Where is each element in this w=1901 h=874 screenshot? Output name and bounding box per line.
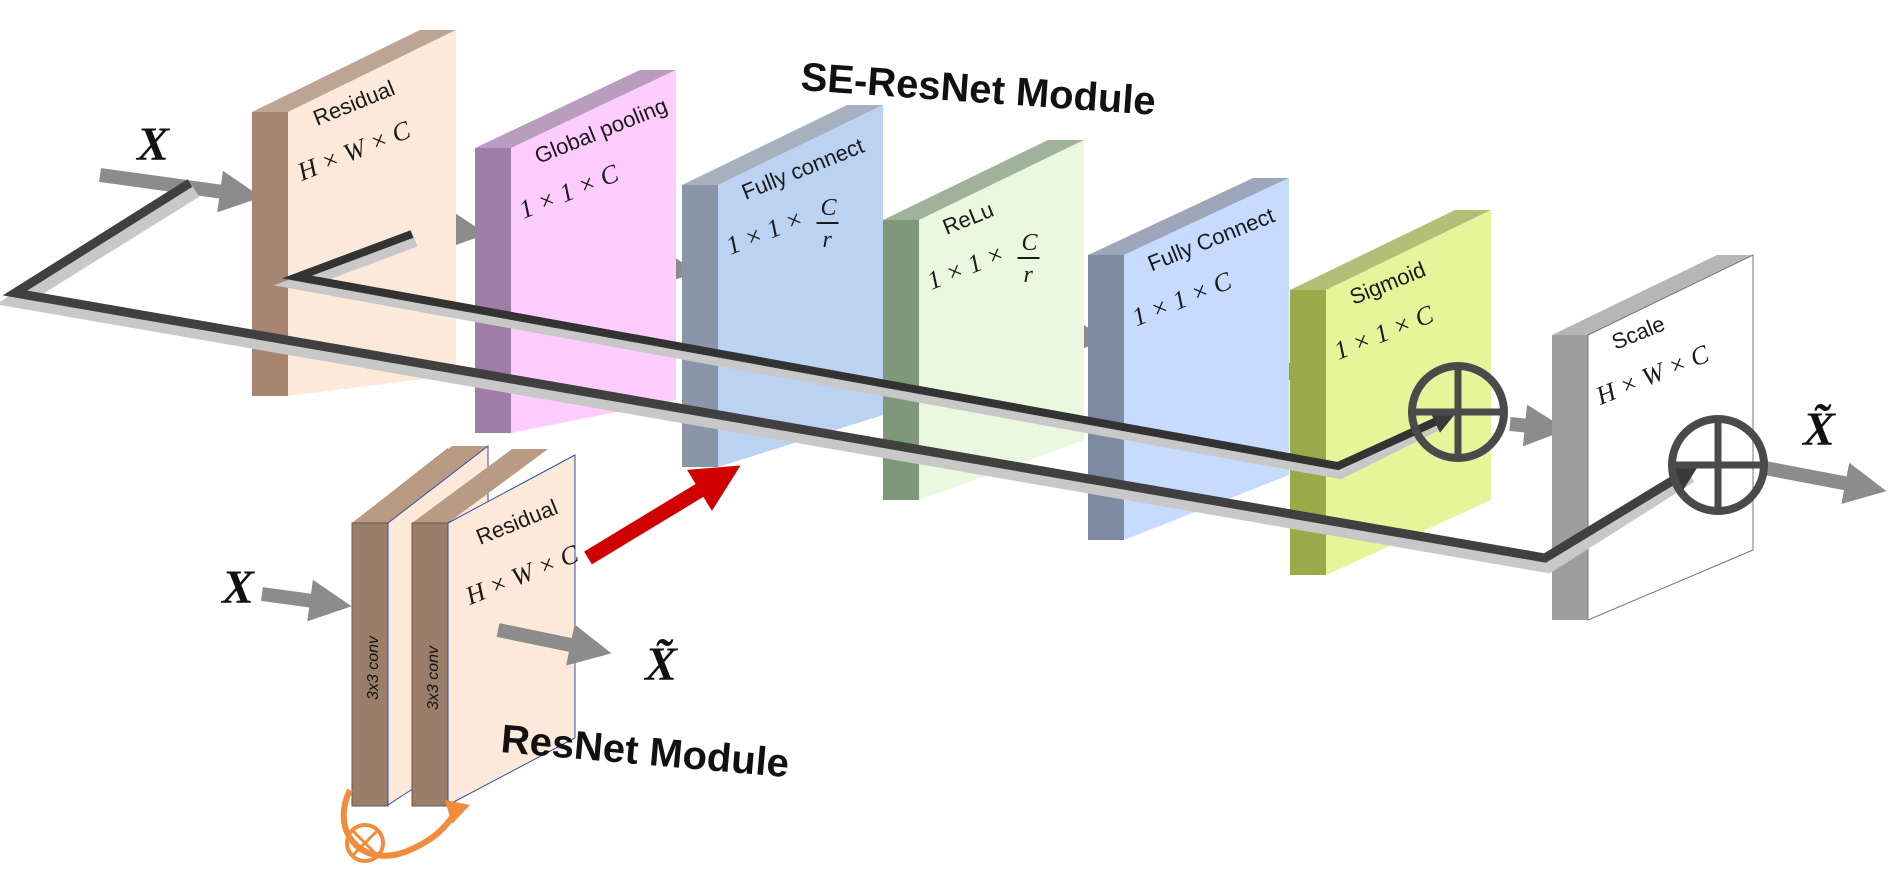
outer-skip-line-dark (2, 179, 1700, 563)
add-operator-2 (1668, 415, 1768, 515)
conv-label-1: 3x3 conv (365, 635, 382, 700)
output-arrow (1763, 461, 1887, 504)
resnet-module-title: ResNet Module (499, 717, 791, 786)
input-arrow (99, 168, 262, 213)
resnet-output-label: X̃ (643, 637, 678, 691)
residual-loop-icon (340, 788, 470, 863)
resnet-input-label: X (220, 561, 255, 614)
se-block-3-frac-den: r (823, 227, 833, 253)
highlight-arrow (584, 465, 741, 565)
resnet-module: 3x3 conv 3x3 conv Residual H × W × C X̃ … (220, 444, 791, 863)
inner-skip-line (273, 233, 1444, 480)
inner-skip-line-dark (281, 230, 1457, 471)
se-output-label: X̃ (1801, 402, 1836, 456)
resnet-output-arrow (496, 623, 612, 666)
se-block-4-frac-num: C (1022, 230, 1039, 256)
multiply-operator-1 (1408, 362, 1508, 462)
se-input-label: X (135, 118, 170, 171)
outer-skip-line (0, 183, 1695, 574)
arrow-mult-to-scale (1509, 404, 1567, 447)
conv-label-2: 3x3 conv (425, 645, 442, 710)
skip-connections (0, 179, 1700, 574)
resnet-input-arrow (261, 579, 352, 622)
se-block-3-frac-num: C (821, 195, 838, 221)
se-block-4-frac-den: r (1024, 262, 1034, 288)
